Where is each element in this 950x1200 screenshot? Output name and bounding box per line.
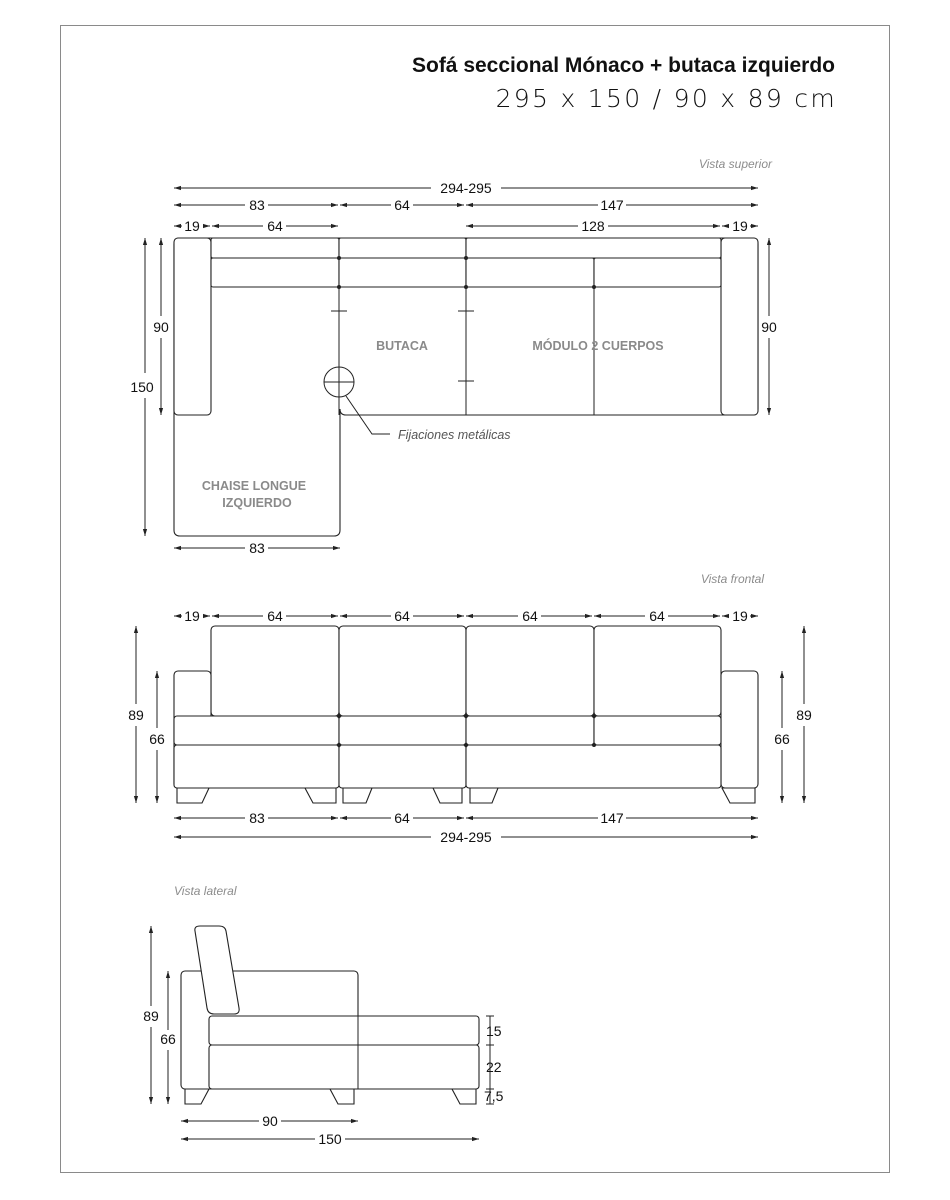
chaise-label-line1: CHAISE LONGUE: [202, 479, 306, 493]
dim-depth-right: 90: [761, 319, 777, 335]
dim-height-right: 89: [796, 707, 812, 723]
top-dim-total: 294-295: [174, 180, 758, 196]
front-back-2: [338, 625, 467, 717]
dim-side-height: 89: [143, 1008, 159, 1024]
side-leg-2: [329, 1088, 355, 1105]
svg-text:64: 64: [649, 608, 665, 624]
top-view-label: Vista superior: [698, 157, 772, 171]
product-title: Sofá seccional Mónaco + butaca izquierdo: [411, 54, 835, 77]
side-view-label: Vista lateral: [174, 884, 237, 898]
front-view: 19 64 64 64 64 19: [128, 608, 812, 845]
front-seat-4: [593, 715, 722, 746]
top-cushion-1: [210, 257, 340, 288]
dim-depth-left: 90: [153, 319, 169, 335]
svg-text:19: 19: [184, 608, 200, 624]
top-cushion-4: [593, 257, 722, 288]
dim-modulo-inner: 128: [581, 218, 605, 234]
top-back-1: [210, 237, 340, 259]
top-dim-modules: 83 64 147: [174, 197, 758, 213]
dim-cushion: 15: [486, 1023, 502, 1039]
front-leg-2: [304, 787, 337, 804]
drawing-frame: [60, 25, 890, 1173]
front-seat-3: [465, 715, 595, 746]
dim-arm-height-right: 66: [774, 731, 790, 747]
top-arm-left: [173, 237, 212, 416]
front-base-2: [338, 744, 467, 789]
front-back-1: [210, 625, 340, 717]
dim-total-width: 294-295: [440, 180, 492, 196]
dim-modulo-width: 147: [600, 197, 624, 213]
dim-side-total-depth: 150: [318, 1131, 342, 1147]
top-cushion-2: [338, 257, 467, 288]
dim-chaise-bottom: 83: [249, 540, 265, 556]
dim-arm-height-left: 66: [149, 731, 165, 747]
fixings-label: Fijaciones metálicas: [398, 428, 511, 442]
product-dimensions: 295 x 150 / 90 x 89 cm: [495, 84, 837, 113]
top-back-2: [338, 237, 467, 259]
modulo-label: MÓDULO 2 CUERPOS: [532, 338, 663, 353]
front-base-3: [465, 744, 722, 789]
front-leg-5: [469, 787, 499, 804]
dim-side-arm-height: 66: [160, 1031, 176, 1047]
svg-text:64: 64: [522, 608, 538, 624]
front-leg-4: [432, 787, 463, 804]
dim-height-left: 89: [128, 707, 144, 723]
butaca-label: BUTACA: [376, 339, 428, 353]
side-back-cushion: [194, 925, 240, 1015]
dim-butaca-width: 64: [394, 197, 410, 213]
dim-arm-left: 19: [184, 218, 200, 234]
side-leg-3: [451, 1088, 477, 1105]
svg-text:19: 19: [732, 608, 748, 624]
svg-text:294-295: 294-295: [440, 829, 492, 845]
chaise-label-line2: IZQUIERDO: [222, 496, 292, 510]
top-back-3: [465, 237, 722, 259]
svg-text:83: 83: [249, 810, 265, 826]
svg-text:64: 64: [394, 810, 410, 826]
svg-text:64: 64: [394, 608, 410, 624]
top-dim-parts: 19 64 128 19: [174, 218, 758, 234]
dim-leg: 7,5: [484, 1088, 504, 1104]
front-arm-right: [720, 670, 759, 789]
side-seat-cushion: [208, 1015, 480, 1046]
front-leg-3: [342, 787, 373, 804]
front-leg-1: [176, 787, 210, 804]
top-view: 294-295 83 64 147 19 64 128 19: [130, 180, 777, 556]
front-back-3: [465, 625, 595, 717]
side-leg-1: [184, 1088, 210, 1105]
dim-arm-right: 19: [732, 218, 748, 234]
top-arm-right: [720, 237, 759, 416]
dim-side-depth: 90: [262, 1113, 278, 1129]
front-leg-6: [721, 787, 756, 804]
fixing-leader-line: [345, 395, 390, 435]
front-dim-top: 19 64 64 64 64 19: [174, 608, 758, 624]
dim-base: 22: [486, 1059, 502, 1075]
dim-seat: 64: [267, 218, 283, 234]
front-view-label: Vista frontal: [700, 572, 764, 586]
side-base: [208, 1044, 480, 1090]
front-seat-2: [338, 715, 467, 746]
top-cushion-3: [465, 257, 595, 288]
side-view: 89 66 15 22 7,5 90 150: [143, 925, 504, 1147]
svg-text:147: 147: [600, 810, 624, 826]
front-base-1: [173, 744, 340, 789]
front-back-4: [593, 625, 722, 717]
front-seat-1: [173, 715, 340, 746]
svg-text:64: 64: [267, 608, 283, 624]
dim-chaise-depth: 150: [130, 379, 154, 395]
dim-chaise-width: 83: [249, 197, 265, 213]
